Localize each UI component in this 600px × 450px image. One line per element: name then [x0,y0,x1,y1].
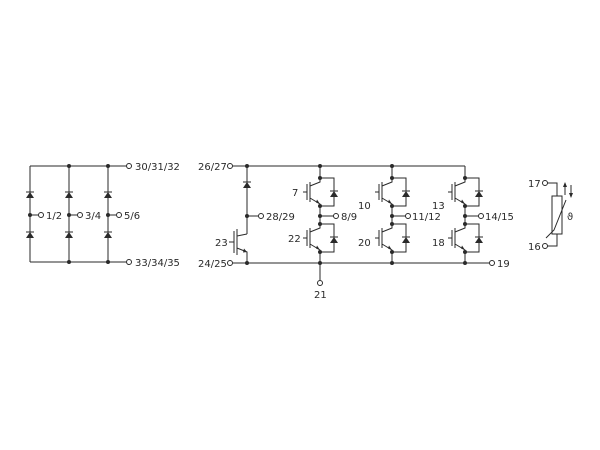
junction-dot [390,261,394,265]
terminal-v-out [405,213,411,219]
junction-dot [318,222,322,226]
label-rect-ac1: 1/2 [46,211,62,222]
terminal-brake-plus [227,163,233,169]
label-u-gate-top: 7 [292,188,298,199]
label-brake-minus: 24/25 [198,259,227,270]
junction-dot [67,260,71,264]
label-w-gate-bot: 18 [432,238,445,249]
label-rect-minus: 33/34/35 [135,258,180,269]
junction-dot [318,164,322,168]
rectifier-diode [104,191,112,198]
brake-chopper: 26/27 24/25 23 28/29 [198,162,489,270]
label-brake-out: 28/29 [266,212,295,223]
inverter-phase-v: 11/12 10 20 [358,164,441,265]
rectifier-diode [65,231,73,238]
terminal-ntc-bot [542,243,548,249]
junction-dot [67,164,71,168]
junction-dot [463,204,467,208]
rectifier-diode [26,191,34,198]
label-emitter-out: 19 [497,259,510,270]
junction-dot [67,213,71,217]
rectifier-bridge: 30/31/32 33/34/35 1/2 3/4 5/6 [26,162,180,269]
label-brake-gate: 23 [215,238,228,249]
terminal-emitter-out [489,260,495,266]
label-v-out: 11/12 [412,212,441,223]
inverter-phase-u: 8/9 7 22 [288,164,357,265]
terminal-rect-ac3 [116,212,122,218]
junction-dot [106,260,110,264]
junction-dot [390,176,394,180]
arrow-up-icon [563,182,567,187]
rectifier-diode [26,231,34,238]
junction-dot [390,164,394,168]
terminal-w-out [478,213,484,219]
ntc-resistor-body [551,195,563,235]
junction-dot [106,213,110,217]
label-u-gate-bot: 22 [288,234,301,245]
ntc-thermistor: 17 16 ϑ [528,179,573,253]
rectifier-diode [104,231,112,238]
rectifier-diode [65,191,73,198]
arrow-down-icon [569,193,573,198]
terminal-u-out [333,213,339,219]
terminal-rect-plus [126,163,132,169]
brake-igbt [229,229,248,263]
junction-dot [318,250,322,254]
label-w-out: 14/15 [485,212,514,223]
label-v-gate-bot: 20 [358,238,371,249]
label-rect-ac3: 5/6 [124,211,140,222]
junction-dot [245,164,249,168]
label-ntc-top: 17 [528,179,541,190]
terminal-rect-ac1 [38,212,44,218]
inverter-phase-w: 14/15 19 13 18 [432,166,514,270]
junction-dot [318,176,322,180]
terminal-emitter-sense [317,280,323,286]
terminal-brake-minus [227,260,233,266]
label-w-gate-top: 13 [432,201,445,212]
terminal-rect-ac2 [77,212,83,218]
junction-dot [318,214,322,218]
brake-diode [243,182,251,188]
junction-dot [318,204,322,208]
junction-dot [463,176,467,180]
label-rect-plus: 30/31/32 [135,162,180,173]
label-emitter-sense: 21 [314,290,327,301]
junction-dot [390,204,394,208]
junction-dot [463,222,467,226]
junction-dot [390,222,394,226]
terminal-brake-out [258,213,264,219]
label-ntc-bot: 16 [528,242,541,253]
junction-dot [463,214,467,218]
ntc-temperature-symbol: ϑ [567,212,573,223]
emitter-sense: 21 [314,263,327,301]
junction-dot [106,164,110,168]
terminal-rect-minus [126,259,132,265]
junction-dot [390,214,394,218]
junction-dot [463,261,467,265]
terminal-ntc-top [542,180,548,186]
label-v-gate-top: 10 [358,201,371,212]
label-rect-ac2: 3/4 [85,211,101,222]
label-u-out: 8/9 [341,212,357,223]
junction-dot [245,214,249,218]
label-brake-plus: 26/27 [198,162,227,173]
junction-dot [463,250,467,254]
junction-dot [28,213,32,217]
junction-dot [390,250,394,254]
